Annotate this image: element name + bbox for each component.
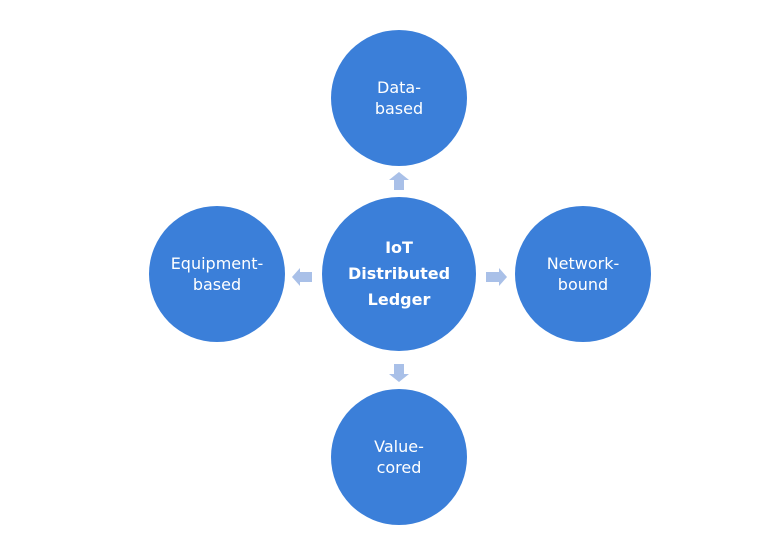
center-label-line: Ledger [367,289,431,309]
node-iot-distributed-ledger: IoT Distributed Ledger [322,197,476,351]
node-label-line: based [192,275,242,294]
node-label-line: bound [557,275,609,294]
node-label-line: Data- [377,77,421,97]
node-network-bound: Network- bound [515,206,651,342]
node-label-line: based [374,99,424,118]
center-label-line: IoT [385,238,413,258]
node-data-based: Data- based [331,30,467,166]
node-label-line: Equipment- [170,253,264,273]
node-label-line: Network- [546,253,620,273]
arrow-right [486,268,507,286]
node-equipment-based: Equipment- based [149,206,285,342]
arrow-left [292,268,312,286]
node-label-line: Value- [374,436,424,456]
center-label-line: Distributed [347,264,451,284]
arrow-down [389,364,409,382]
node-label-line: cored [376,458,422,477]
node-value-cored: Value- cored [331,389,467,525]
arrow-up [389,172,409,190]
